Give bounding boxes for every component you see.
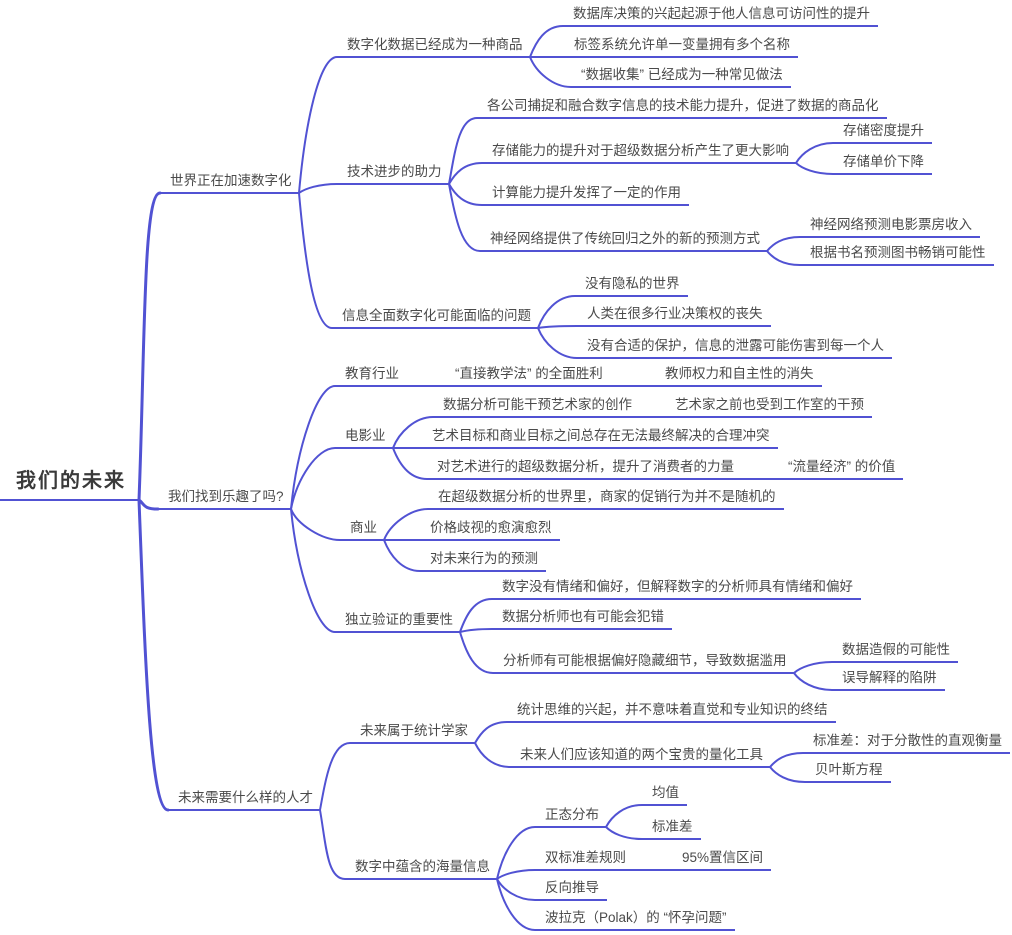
edge-root-b1 bbox=[137, 191, 162, 502]
edge-b1-b1c3 bbox=[298, 192, 333, 329]
node-our-future[interactable]: 我们的未来 bbox=[0, 468, 140, 501]
edge-b3c1b-b3c1b1 bbox=[769, 752, 804, 768]
node-direct-teaching-victory[interactable]: “直接教学法” 的全面胜利 bbox=[445, 364, 611, 387]
node-misleading-interpretation-trap[interactable]: 误导解释的陷阱 bbox=[832, 668, 945, 691]
node-95-confidence-interval[interactable]: 95%置信区间 bbox=[672, 848, 772, 871]
edge-b2c2-b2c2c bbox=[392, 447, 428, 480]
node-nn-box-office-prediction[interactable]: 神经网络预测电影票房收入 bbox=[800, 215, 980, 238]
node-film-industry[interactable]: 电影业 bbox=[335, 426, 394, 449]
node-teacher-authority-loss[interactable]: 教师权力和自主性的消失 bbox=[655, 364, 822, 387]
edge-b3c2a-b3c2a1 bbox=[605, 804, 643, 828]
node-bayes-equation[interactable]: 贝叶斯方程 bbox=[805, 760, 891, 783]
edge-b3c2a-b3c2a2 bbox=[605, 826, 643, 840]
edge-b1c2-b1c2a bbox=[448, 117, 478, 185]
edge-b2c3-b2c3a bbox=[383, 508, 429, 541]
node-company-capture-fusion-ability[interactable]: 各公司捕捉和融合数字信息的技术能力提升，促进了数据的商品化 bbox=[477, 96, 887, 119]
node-future-belongs-statisticians[interactable]: 未来属于统计学家 bbox=[350, 721, 476, 744]
edge-b1c3-b1c3c bbox=[537, 327, 578, 359]
node-future-behavior-prediction[interactable]: 对未来行为的预测 bbox=[420, 549, 546, 572]
node-info-leak-harm[interactable]: 没有合适的保护，信息的泄露可能伤害到每一个人 bbox=[577, 336, 892, 359]
edge-b2-b2c4 bbox=[290, 508, 336, 633]
node-super-data-analysis-consumer-power[interactable]: 对艺术进行的超级数据分析，提升了消费者的力量 bbox=[427, 457, 742, 480]
node-have-we-found-fun[interactable]: 我们找到乐趣了吗? bbox=[158, 487, 292, 510]
node-independent-verification-importance[interactable]: 独立验证的重要性 bbox=[335, 610, 461, 633]
edge-b1-b1c1 bbox=[298, 56, 338, 194]
edge-b3c1b-b3c1b2 bbox=[769, 766, 806, 783]
edge-b3c2-b3c2c bbox=[496, 878, 536, 901]
edge-b2c2-b2c2a bbox=[392, 416, 434, 449]
edge-b1c2d-b1c2d1 bbox=[766, 236, 801, 252]
edge-b3c2-b3c2b bbox=[496, 869, 536, 880]
edge-b1-b1c2 bbox=[298, 183, 338, 194]
edge-b1c2-b1c2b bbox=[448, 162, 483, 185]
edge-root-b3 bbox=[137, 498, 170, 812]
edge-b2c4c-b2c4c2 bbox=[793, 672, 833, 691]
edge-b2c4-b2c4b bbox=[459, 628, 493, 633]
edge-b2c4c-b2c4c1 bbox=[793, 661, 833, 674]
node-full-digitalization-problems[interactable]: 信息全面数字化可能面临的问题 bbox=[332, 306, 539, 329]
node-storage-price-down[interactable]: 存储单价下降 bbox=[833, 152, 932, 175]
edge-b1c1-b1c1c bbox=[529, 56, 572, 88]
node-data-analysis-interfere-artists[interactable]: 数据分析可能干预艺术家的创作 bbox=[433, 395, 640, 418]
node-commerce[interactable]: 商业 bbox=[340, 518, 385, 541]
node-storage-density-up[interactable]: 存储密度提升 bbox=[833, 121, 932, 144]
node-polak-pregnancy-problem[interactable]: 波拉克（Polak）的 “怀孕问题” bbox=[535, 908, 735, 931]
edge-b2c3-b2c3c bbox=[383, 539, 421, 572]
node-mean[interactable]: 均值 bbox=[642, 783, 687, 806]
node-analysts-make-mistakes[interactable]: 数据分析师也有可能会犯错 bbox=[492, 607, 672, 630]
edge-b1c1-b1c1a bbox=[529, 25, 564, 58]
node-data-fabrication-possibility[interactable]: 数据造假的可能性 bbox=[832, 640, 958, 663]
node-two-valuable-tools[interactable]: 未来人们应该知道的两个宝贵的量化工具 bbox=[510, 745, 771, 768]
node-numbers-no-emotion-analysts-do[interactable]: 数字没有情绪和偏好，但解释数字的分析师具有情绪和偏好 bbox=[492, 577, 861, 600]
edge-b3-b3c2 bbox=[319, 809, 346, 880]
edge-b3c2-b3c2d bbox=[496, 878, 536, 931]
edge-b1c3-b1c3a bbox=[537, 295, 576, 329]
node-normal-distribution[interactable]: 正态分布 bbox=[535, 805, 607, 828]
node-price-discrimination[interactable]: 价格歧视的愈演愈烈 bbox=[420, 518, 560, 541]
edge-b3-b3c1 bbox=[319, 742, 351, 811]
edge-root-b2 bbox=[137, 498, 160, 511]
node-studio-interference-before[interactable]: 艺术家之前也受到工作室的干预 bbox=[665, 395, 872, 418]
node-computing-power-role[interactable]: 计算能力提升发挥了一定的作用 bbox=[482, 183, 689, 206]
node-massive-info-in-numbers[interactable]: 数字中蕴含的海量信息 bbox=[345, 857, 498, 880]
node-statistical-thinking-rise[interactable]: 统计思维的兴起，并不意味着直觉和专业知识的终结 bbox=[507, 700, 836, 723]
node-book-title-bestseller-prediction[interactable]: 根据书名预测图书畅销可能性 bbox=[800, 243, 994, 266]
node-label-system-multiple-names[interactable]: 标签系统允许单一变量拥有多个名称 bbox=[564, 35, 798, 58]
edge-b1c3-b1c3b bbox=[537, 325, 578, 329]
edge-b1c2b-b1c2b1 bbox=[795, 142, 834, 164]
node-two-sd-rule[interactable]: 双标准差规则 bbox=[535, 848, 634, 871]
node-database-decision-rise[interactable]: 数据库决策的兴起起源于他人信息可访问性的提升 bbox=[563, 4, 878, 27]
edge-b1c2-b1c2c bbox=[448, 183, 483, 206]
node-world-accelerating-digitalization[interactable]: 世界正在加速数字化 bbox=[160, 171, 300, 194]
node-traffic-economy-value[interactable]: “流量经济” 的价值 bbox=[778, 457, 904, 480]
edge-b1c2d-b1c2d2 bbox=[766, 250, 801, 266]
node-human-decision-loss[interactable]: 人类在很多行业决策权的丧失 bbox=[577, 304, 771, 327]
node-no-privacy-world[interactable]: 没有隐私的世界 bbox=[575, 274, 688, 297]
node-future-talent-needed[interactable]: 未来需要什么样的人才 bbox=[168, 788, 321, 811]
node-reverse-derivation[interactable]: 反向推导 bbox=[535, 878, 607, 901]
node-promotion-not-random[interactable]: 在超级数据分析的世界里，商家的促销行为并不是随机的 bbox=[428, 487, 784, 510]
edge-b2c4-b2c4c bbox=[459, 631, 494, 674]
edge-b3c1-b3c1a bbox=[474, 721, 508, 744]
node-art-vs-commerce-conflict[interactable]: 艺术目标和商业目标之间总存在无法最终解决的合理冲突 bbox=[422, 426, 778, 449]
node-storage-improvement-impact[interactable]: 存储能力的提升对于超级数据分析产生了更大影响 bbox=[482, 141, 797, 164]
node-tech-progress-boost[interactable]: 技术进步的助力 bbox=[337, 162, 450, 185]
node-analysts-hide-details-data-abuse[interactable]: 分析师有可能根据偏好隐藏细节，导致数据滥用 bbox=[493, 651, 795, 674]
node-standard-deviation-dispersion[interactable]: 标准差：对于分散性的直观衡量 bbox=[803, 731, 1010, 754]
node-standard-deviation[interactable]: 标准差 bbox=[642, 817, 701, 840]
edge-b1c2b-b1c2b2 bbox=[795, 162, 834, 175]
edge-b2-b2c1 bbox=[290, 385, 336, 510]
node-education-industry[interactable]: 教育行业 bbox=[335, 364, 407, 387]
edge-b2c4-b2c4a bbox=[459, 598, 493, 633]
edge-b3c1-b3c1b bbox=[474, 742, 511, 768]
node-data-collection-common-practice[interactable]: “数据收集” 已经成为一种常见做法 bbox=[571, 65, 791, 88]
node-neural-network-new-prediction[interactable]: 神经网络提供了传统回归之外的新的预测方式 bbox=[480, 229, 768, 252]
edge-b2-b2c2 bbox=[290, 447, 336, 510]
edge-b2-b2c3 bbox=[290, 508, 341, 541]
node-digital-data-commodity[interactable]: 数字化数据已经成为一种商品 bbox=[337, 35, 531, 58]
edge-b1c2-b1c2d bbox=[448, 183, 481, 252]
edge-b3c2-b3c2a bbox=[496, 826, 536, 880]
